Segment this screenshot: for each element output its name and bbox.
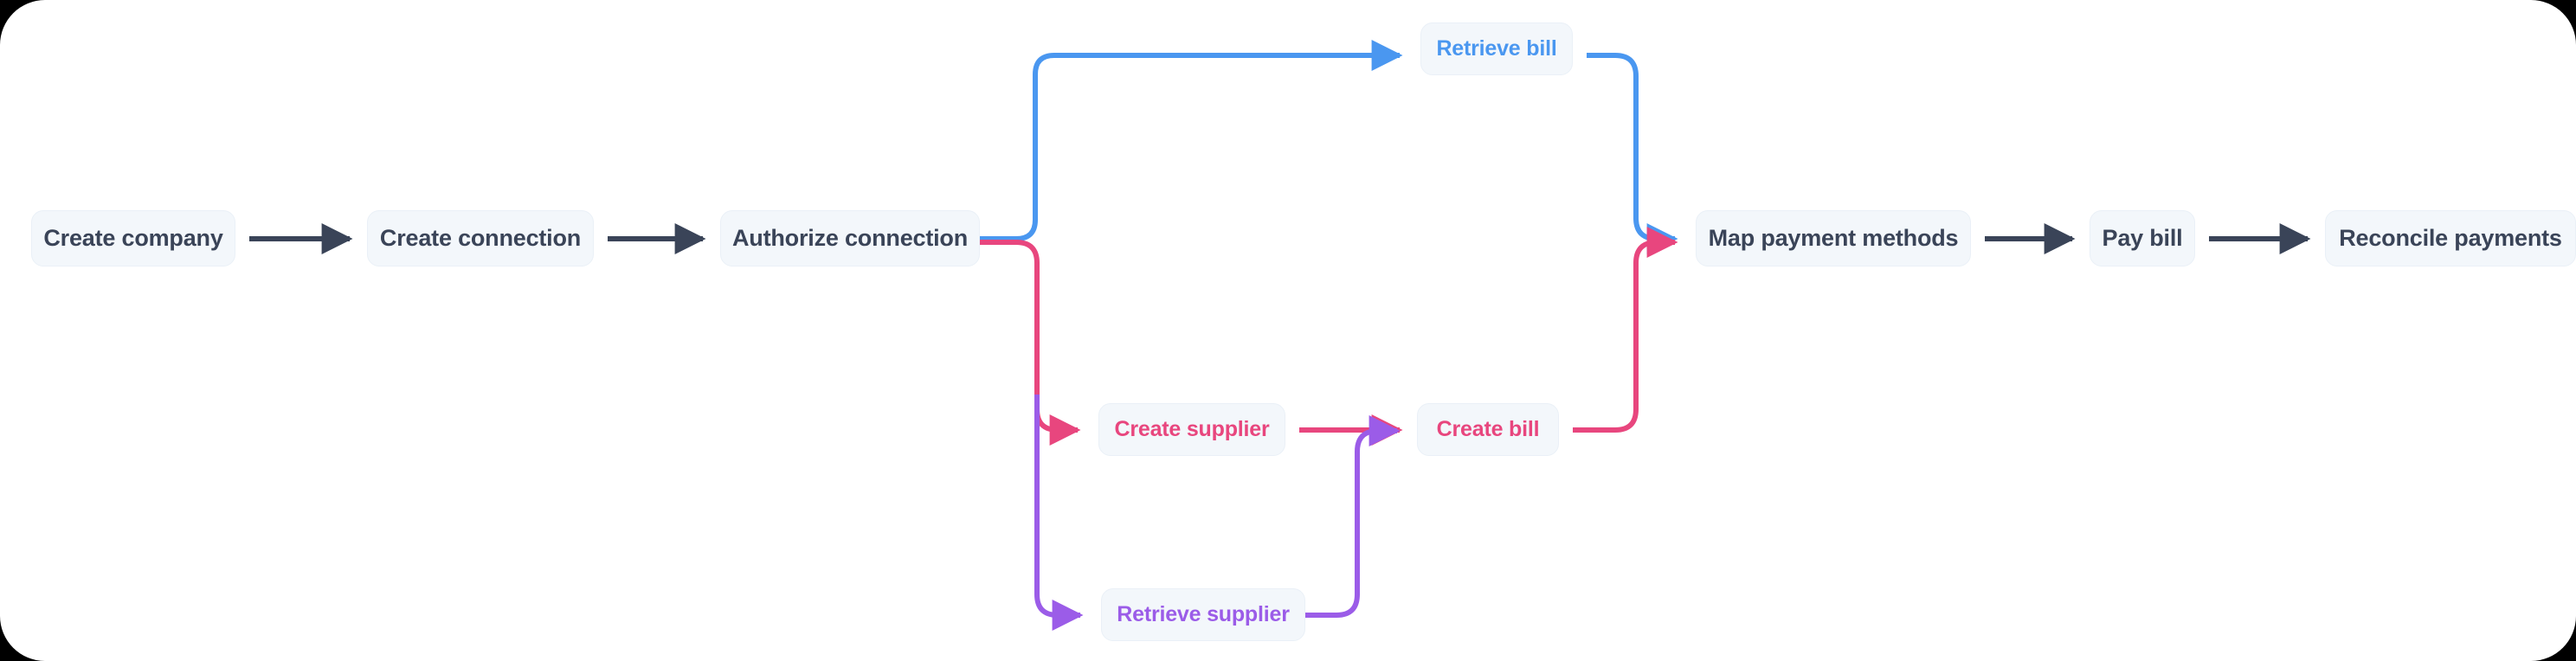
node-label-create-supplier: Create supplier: [1114, 417, 1270, 441]
node-reconcile-payments[interactable]: Reconcile payments: [2325, 210, 2576, 266]
node-create-company[interactable]: Create company: [31, 210, 235, 266]
node-label-reconcile-payments: Reconcile payments: [2339, 225, 2562, 251]
node-create-bill[interactable]: Create bill: [1417, 403, 1559, 456]
node-label-create-connection: Create connection: [379, 225, 582, 251]
node-retrieve-bill[interactable]: Retrieve bill: [1420, 22, 1573, 75]
node-label-map-payment-methods: Map payment methods: [1708, 225, 1959, 251]
edge-retrievebill-map: [1587, 53, 1678, 254]
edge-authorize-retrievebill: [980, 40, 1403, 241]
node-authorize-connection[interactable]: Authorize connection: [720, 210, 980, 266]
node-create-connection[interactable]: Create connection: [367, 210, 594, 266]
edge-createbill-map: [1573, 227, 1678, 433]
edge-retrievesupplier-createbill: [1305, 415, 1401, 618]
node-label-pay-bill: Pay bill: [2102, 225, 2183, 251]
node-pay-bill[interactable]: Pay bill: [2090, 210, 2195, 266]
edge-authorize-retrievesupplier: [1034, 395, 1084, 631]
node-map-payment-methods[interactable]: Map payment methods: [1696, 210, 1971, 266]
node-retrieve-supplier[interactable]: Retrieve supplier: [1101, 588, 1305, 641]
edge-authorize-createsupplier: [980, 240, 1081, 446]
node-label-retrieve-supplier: Retrieve supplier: [1117, 602, 1290, 626]
node-label-retrieve-bill: Retrieve bill: [1436, 36, 1557, 61]
node-label-create-company: Create company: [43, 225, 223, 251]
node-label-authorize-connection: Authorize connection: [732, 225, 968, 251]
node-label-create-bill: Create bill: [1436, 417, 1540, 441]
node-create-supplier[interactable]: Create supplier: [1098, 403, 1285, 456]
